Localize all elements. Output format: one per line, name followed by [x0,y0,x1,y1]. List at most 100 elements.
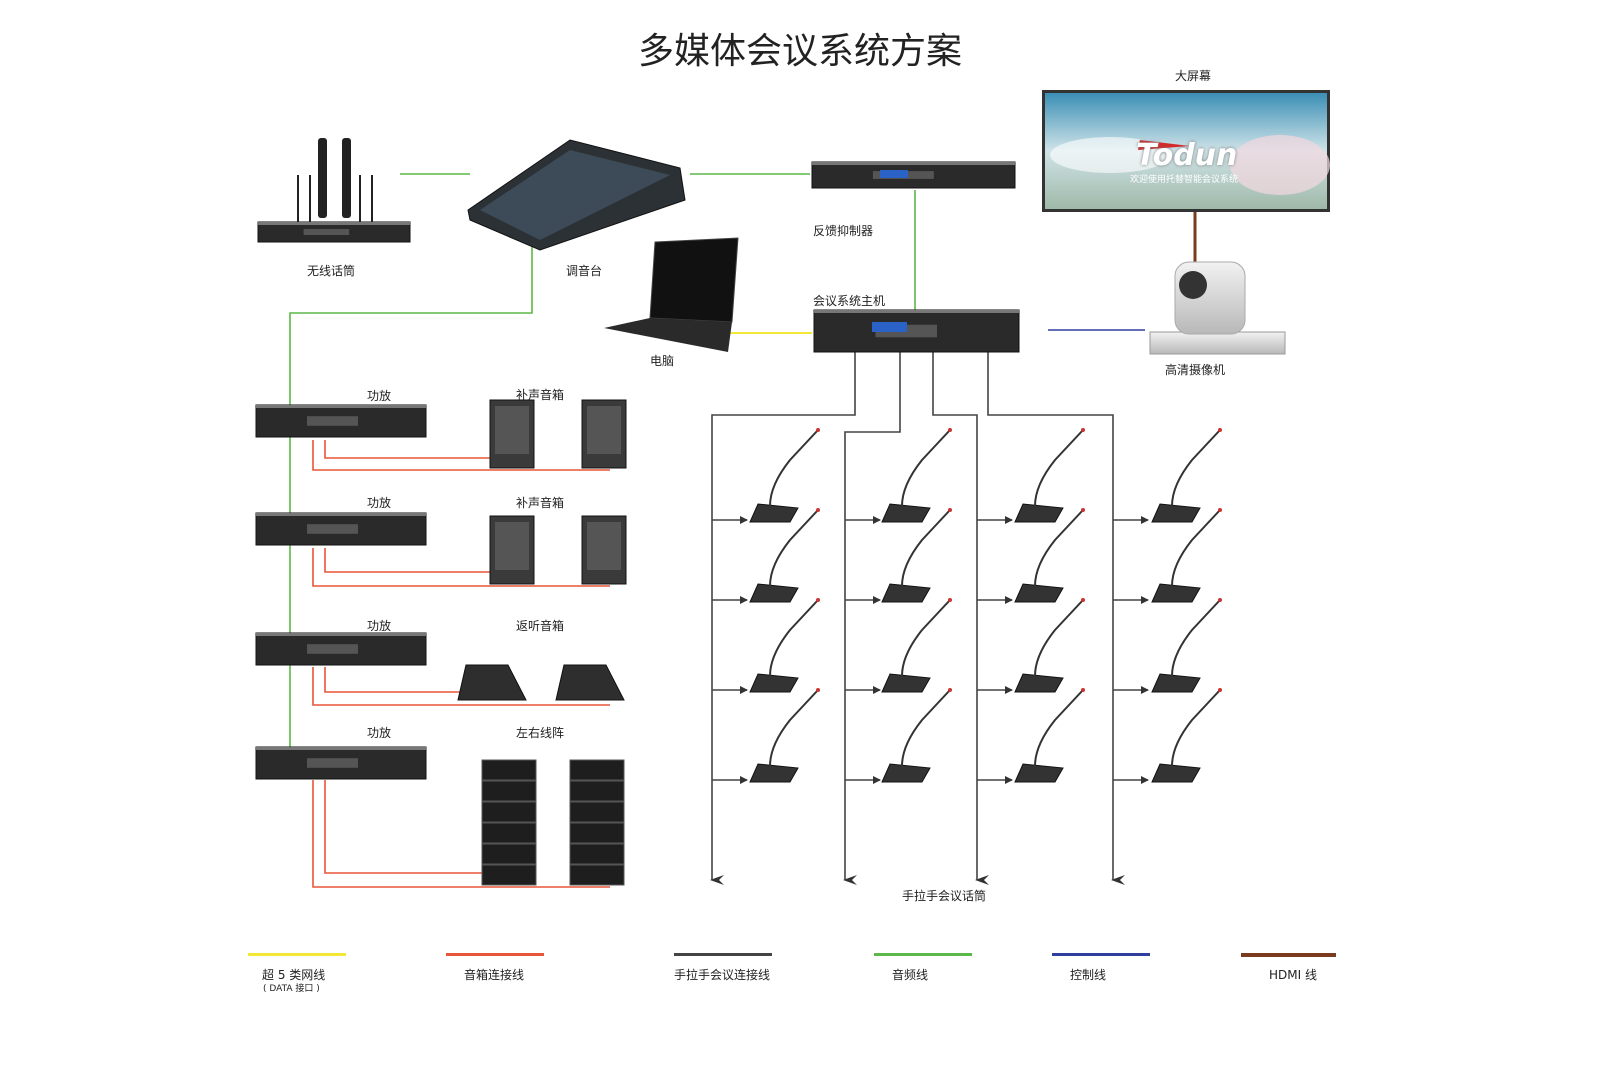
line-array-module [569,801,625,823]
speaker-line [312,667,610,706]
label-big-screen: 大屏幕 [1175,69,1212,83]
conference-mic-base [881,503,931,523]
cloud [1230,135,1330,195]
line-array-module [481,822,537,844]
page-title: 多媒体会议系统方案 [637,31,962,72]
mic-tip [948,688,952,692]
amplifier-panel [307,524,358,534]
legend-label: 控制线 [1070,968,1107,982]
conference-mic-base [1151,763,1201,783]
conference-mic-base [749,763,799,783]
legend-label: 音频线 [892,968,929,982]
mixer-panel [480,150,670,240]
label-amp: 功放 [367,496,392,510]
line-array-module [569,759,625,781]
speaker-line [324,780,490,874]
line-array-module [481,864,537,886]
amplifier-top [256,633,426,636]
gooseneck [1034,599,1084,677]
speaker-line [324,667,490,693]
mic-tip [948,428,952,432]
gooseneck [1034,429,1084,507]
mic-tip [816,428,820,432]
conference-chain-line [843,352,901,885]
amplifier-top [256,405,426,408]
speaker-line [312,548,610,587]
mic-tip [816,508,820,512]
mic-tip [948,508,952,512]
legend-label: 超 5 类网线 [262,968,326,982]
screen-logo: Todun [1136,138,1238,173]
devices [255,90,1330,886]
gooseneck [1034,509,1084,587]
conference-host [813,309,1020,353]
amplifier-top [256,747,426,750]
amplifier-panel [307,758,358,768]
label-laptop: 电脑 [650,354,675,368]
line-array-module [481,801,537,823]
label-conference-mics: 手拉手会议话筒 [902,889,987,903]
amplifier-panel [307,416,358,426]
conference-mic-base [1151,503,1201,523]
speaker-line [324,548,490,573]
legend-label: 手拉手会议连接线 [674,968,771,982]
speaker-line [324,440,490,459]
gooseneck [769,689,819,767]
gooseneck [901,599,951,677]
label-amp: 功放 [367,619,392,633]
laptop-base [604,318,732,352]
wireless-receiver-panel [303,229,350,235]
mic-tip [816,688,820,692]
mic-tip [1218,598,1222,602]
camera-lens [1179,271,1207,299]
mic-tip [1081,688,1085,692]
wireless-receiver [257,221,411,243]
mic-tip [1081,508,1085,512]
conference-mic-base [749,503,799,523]
gooseneck [1171,689,1221,767]
gooseneck [769,509,819,587]
laptop-screen [649,237,739,323]
legend-swatch [1052,953,1150,956]
amplifier [255,632,427,666]
handheld-mic [318,138,327,218]
feedback-suppressor-top [812,162,1015,165]
amplifier [255,512,427,546]
gooseneck [901,429,951,507]
conference-chain-line [987,352,1125,885]
speaker-grille [495,522,529,570]
screen-welcome: 欢迎使用托替智能会议系统 [1130,175,1239,185]
conference-mic-base [749,583,799,603]
line-array-module [569,843,625,865]
conference-chain-line [932,352,989,885]
camera-head [1174,261,1246,335]
legend-swatch [674,953,772,956]
line-array-module [481,759,537,781]
amplifier-top [256,513,426,516]
connection-lines [289,173,1197,888]
feedback-suppressor [811,161,1016,189]
legend-swatch [874,953,972,956]
display [880,170,908,178]
gooseneck [1171,429,1221,507]
line-array-module [481,843,537,865]
mic-tip [1081,598,1085,602]
speaker-grille [495,406,529,454]
legend-swatch [1241,953,1336,957]
label-speaker: 左右线阵 [516,726,565,740]
gooseneck [769,429,819,507]
host-display [872,322,907,332]
conference-chain-line [710,352,856,885]
camera-base [1149,331,1286,355]
conference-mic-base [1014,673,1064,693]
conference-mic-base [749,673,799,693]
mic-tip [948,598,952,602]
legend-label: 音箱连接线 [464,968,525,982]
conference-mic-base [1151,673,1201,693]
speaker-line [312,440,610,471]
label-speaker: 返听音箱 [516,619,565,633]
mic-tip [1081,428,1085,432]
conference-mic-base [881,673,931,693]
legend-swatch [446,953,544,956]
